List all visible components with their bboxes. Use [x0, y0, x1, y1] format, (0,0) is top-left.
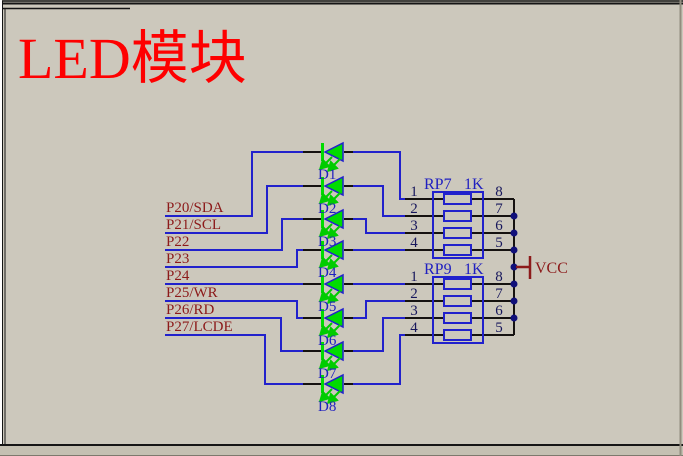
wire: [353, 334, 406, 385]
pin-number: 2: [410, 286, 418, 302]
pack-ref-label: RP9: [424, 261, 452, 278]
led-label: D6: [318, 333, 337, 349]
resistor-element: [443, 227, 472, 239]
outside-sheet-strip: [0, 446, 683, 456]
pin-number: 2: [410, 201, 418, 217]
led-label: D2: [318, 201, 336, 217]
wire: [165, 185, 303, 234]
wire: [165, 151, 303, 217]
net-label: P23: [166, 251, 189, 267]
resistor-pack-rp7: RP7 1K 1 2 3 4 8 7 6 5: [410, 176, 503, 259]
junction-dots: [510, 212, 518, 322]
junction-dot: [510, 263, 518, 271]
net-label: P27/LCDE: [166, 319, 233, 335]
resistor-element: [443, 329, 472, 341]
led-label: D4: [318, 265, 337, 281]
pin-number: 8: [495, 184, 503, 200]
led-label: D5: [318, 299, 336, 315]
pin-number: 1: [410, 184, 418, 200]
resistor-element: [443, 312, 472, 324]
wire: [353, 151, 406, 200]
pin-number: 5: [495, 235, 503, 251]
pin-number: 6: [495, 303, 503, 319]
net-label: P24: [166, 268, 190, 284]
pin-number: 4: [410, 235, 418, 251]
pin-number: 3: [410, 303, 418, 319]
wire: [165, 317, 303, 352]
net-label: P21/SCL: [166, 217, 221, 233]
junction-dot: [510, 229, 518, 237]
wire: [165, 249, 303, 268]
pin-number: 4: [410, 320, 418, 336]
junction-dot: [510, 246, 518, 254]
wire: [165, 334, 303, 385]
pin-number: 6: [495, 218, 503, 234]
pack-value-label: 1K: [464, 176, 484, 193]
resistor-element: [443, 244, 472, 256]
wire: [165, 218, 303, 251]
pin-number: 7: [495, 286, 503, 302]
junction-dot: [510, 212, 518, 220]
wire: [353, 317, 406, 352]
resistor-element: [443, 295, 472, 307]
net-label: P20/SDA: [166, 200, 224, 216]
led-label: D8: [318, 399, 336, 415]
resistor-pack-rp9: RP9 1K 1 2 3 4 8 7 6 5: [410, 261, 503, 344]
junction-dot: [510, 280, 518, 288]
pack-ref-label: RP7: [424, 176, 452, 193]
vcc-symbol: VCC: [516, 256, 568, 279]
net-label: P22: [166, 234, 189, 250]
net-wires: [165, 151, 303, 385]
anode-wires: [353, 151, 406, 385]
wire: [353, 185, 406, 217]
junction-dot: [510, 297, 518, 305]
net-labels: P20/SDA P21/SCL P22 P23 P24 P25/WR P26/R…: [166, 200, 233, 335]
wire: [165, 300, 303, 319]
resistor-element: [443, 210, 472, 222]
net-label: P25/WR: [166, 285, 218, 301]
pin-number: 7: [495, 201, 503, 217]
page-title: LED模块: [18, 26, 247, 91]
pack-value-label: 1K: [464, 261, 484, 278]
pin-number: 3: [410, 218, 418, 234]
resistor-element: [443, 193, 472, 205]
wire: [353, 218, 406, 234]
pin-number: 5: [495, 320, 503, 336]
led-label: D1: [318, 167, 336, 183]
led-label: D7: [318, 366, 337, 382]
vcc-label: VCC: [535, 260, 568, 277]
net-label: P26/RD: [166, 302, 215, 318]
resistor-element: [443, 278, 472, 290]
led-column: D1 D2 D3 D4 D5 D6 D7 D8: [303, 143, 353, 415]
junction-dot: [510, 314, 518, 322]
pin-number: 1: [410, 269, 418, 285]
pin-number: 8: [495, 269, 503, 285]
wire: [353, 300, 406, 319]
led-label: D3: [318, 234, 336, 250]
